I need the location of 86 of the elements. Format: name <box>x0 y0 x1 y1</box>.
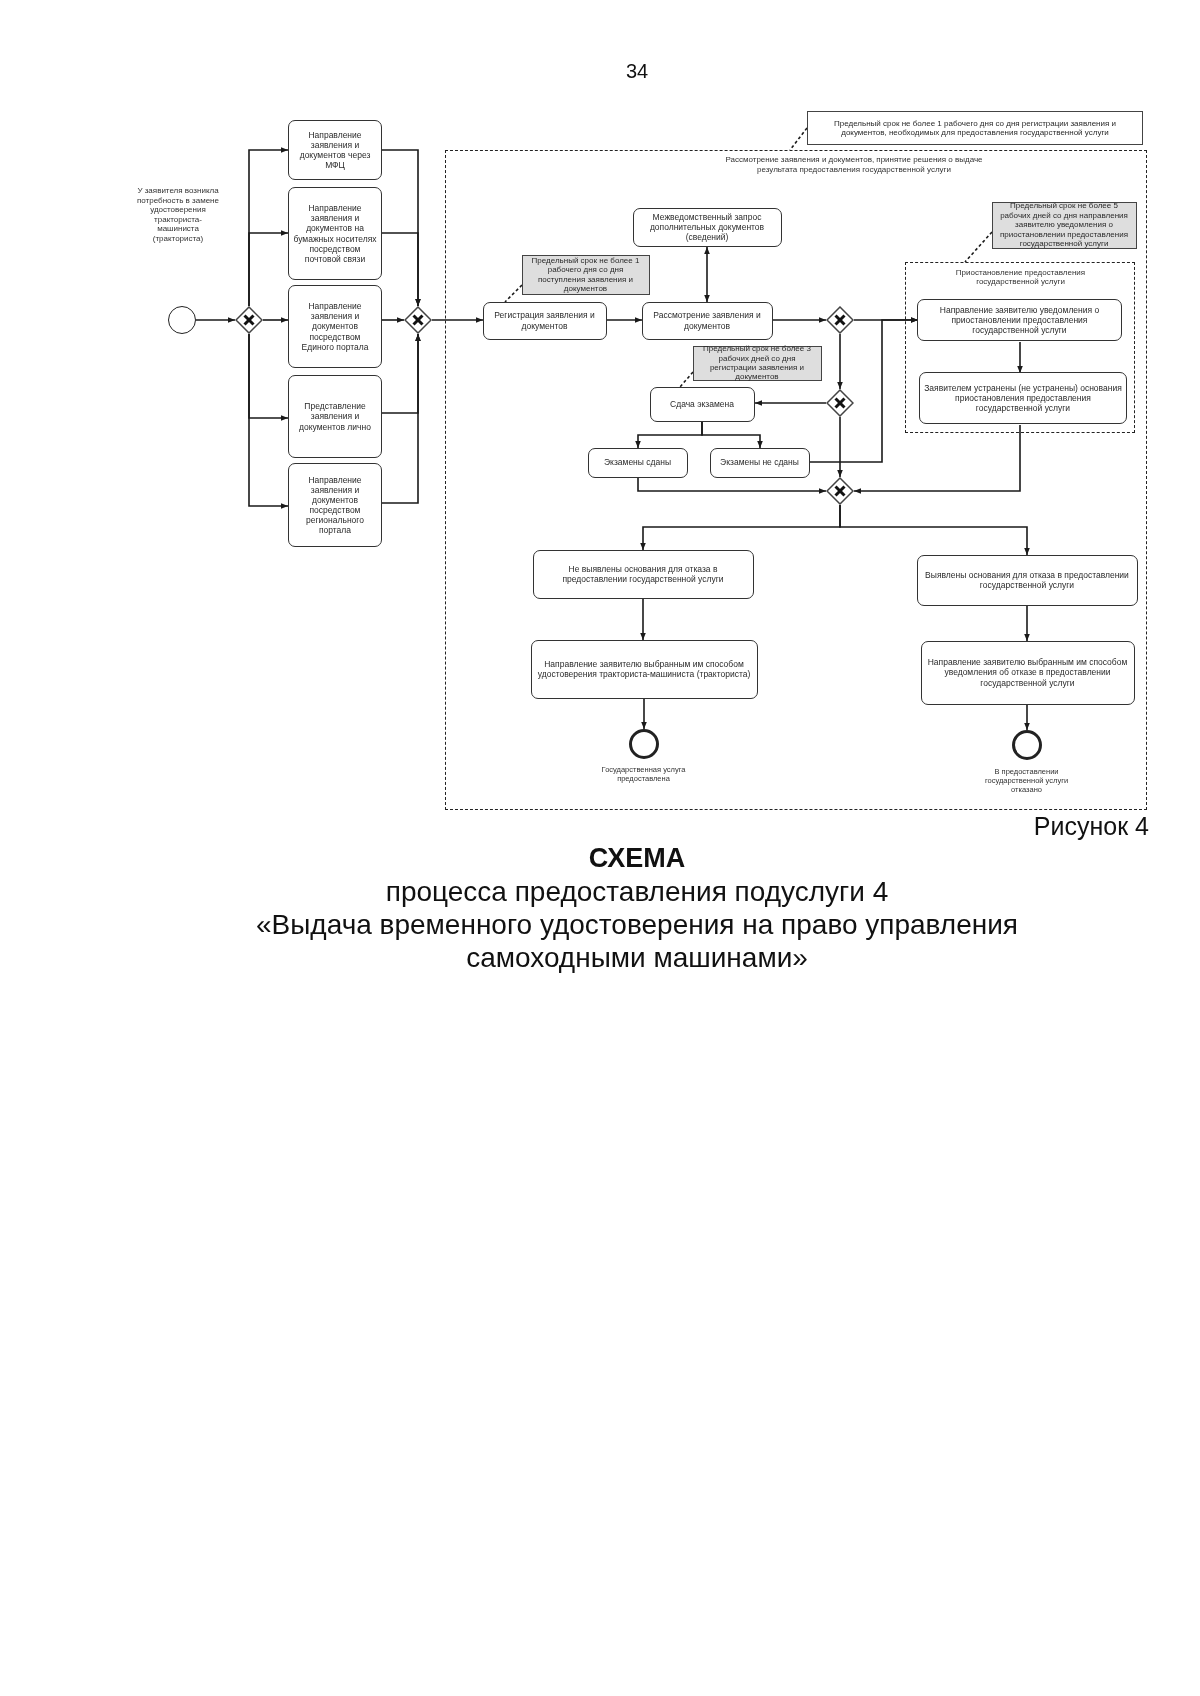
arrow <box>1024 704 1030 731</box>
arrow <box>248 333 289 509</box>
process-label: Регистрация заявления и документов <box>493 310 596 331</box>
process-label: Представление заявления и документов лично <box>298 401 372 432</box>
process-label: Межведомственный запрос дополнительных документов (сведений) <box>648 211 766 242</box>
annotation-box <box>807 111 1143 145</box>
process-label: Экзамены не сданы <box>720 457 799 468</box>
arrow <box>839 504 1030 556</box>
arrow <box>772 317 827 323</box>
process-label: Направление заявления и документов посредством регионального портала <box>305 474 365 536</box>
process-label: Выявлены основания для отказа в предоставлении государственной услуги <box>924 570 1130 590</box>
arrow <box>381 317 405 323</box>
diagram-title: СХЕМА процесса предоставления подуслуги 4 <box>385 842 889 908</box>
arrow <box>637 477 827 494</box>
arrow <box>754 400 827 406</box>
process-box <box>649 386 755 422</box>
annotation-text: Предельный срок не более 1 рабочего дня со дня регистрации заявления и документов, необходимых для предоставления государственной услуги <box>833 118 1117 138</box>
group-title: Рассмотрение заявления и документов, принятие решения о выдаче результата предоставления государственной услуги <box>724 155 984 175</box>
process-box <box>641 301 773 340</box>
end-event-circle <box>1011 729 1042 760</box>
arrow <box>853 424 1021 494</box>
process-label: Направление заявителю уведомления о приостановлении предоставления государственной услуги <box>938 304 1101 335</box>
process-label: Направление заявителю выбранным им способом удостоверения тракториста-машиниста (тракториста) <box>536 659 752 679</box>
arrow <box>262 317 289 323</box>
gateway-diamond <box>825 476 854 505</box>
process-label: Направление заявления и документов на бумажных носителях посредством почтовой связи <box>293 203 377 264</box>
process-box <box>709 447 810 478</box>
arrow <box>704 246 710 303</box>
process-box <box>916 554 1138 606</box>
figure-label: Рисунок 4 <box>1033 812 1149 841</box>
leader-line <box>504 284 523 303</box>
process-box <box>919 372 1127 424</box>
annotation-text: Предельный срок не более 3 рабочих дней со дня регистрации заявления и документов <box>702 344 812 382</box>
process-label: Сдача экзамена <box>670 399 734 409</box>
arrow <box>248 230 289 307</box>
annotation-text: У заявителя возникла потребность в замене удостоверения тракториста-машиниста (тракториста) <box>136 186 220 244</box>
leader-line <box>679 371 694 388</box>
page-number: 34 <box>625 60 649 83</box>
annotation-text: Предельный срок не более 1 рабочего дня со дня поступления заявления и документов <box>530 255 641 294</box>
arrow <box>381 232 421 307</box>
gateway-diamond <box>235 306 263 334</box>
gateway-diamond <box>825 388 854 417</box>
gateway-diamond <box>825 305 854 334</box>
process-label: Экзамены сданы <box>604 457 671 468</box>
process-label: Направление заявителю выбранным им способом уведомления об отказе в предоставлении государственной услуги <box>926 657 1129 688</box>
process-label: Рассмотрение заявления и документов <box>652 310 762 331</box>
dashed-group-frame <box>904 261 1135 433</box>
process-box <box>288 285 382 368</box>
leader-line <box>964 231 993 263</box>
arrow <box>640 598 646 641</box>
process-box <box>632 207 782 247</box>
process-label: Заявителем устранены (не устранены) основания приостановления предоставления государственной услуги <box>924 382 1122 413</box>
arrow <box>809 317 919 463</box>
arrow <box>195 317 236 323</box>
group-title: Приостановление предоставления государственной услуги <box>954 267 1087 287</box>
arrow <box>1024 605 1030 642</box>
annotation-box <box>521 254 650 295</box>
process-box <box>288 187 382 280</box>
leader-line <box>789 127 808 151</box>
arrow <box>1017 341 1023 374</box>
end-event-circle <box>628 728 659 759</box>
arrow <box>381 333 421 504</box>
process-box <box>587 447 688 478</box>
process-box <box>920 640 1135 705</box>
process-label: Направление заявления и документов посредством Единого портала <box>300 301 370 352</box>
dashed-group-frame <box>445 150 1147 810</box>
gateway-diamond <box>404 306 432 334</box>
diagram-caption: «Выдача временного удостоверения на право управления самоходными машинами» <box>255 908 1019 974</box>
arrow <box>837 333 843 390</box>
process-box <box>917 299 1122 341</box>
process-box <box>482 301 607 340</box>
arrow <box>641 698 647 730</box>
arrow <box>606 317 643 323</box>
arrow <box>837 416 843 478</box>
arrow <box>701 421 763 449</box>
arrow <box>431 317 484 323</box>
process-label: Не выявлены основания для отказа в предоставлении государственной услуги <box>561 564 725 584</box>
process-box <box>530 639 758 699</box>
annotation-box <box>692 345 822 381</box>
process-box <box>532 549 754 599</box>
start-event-circle <box>168 306 196 334</box>
process-box <box>288 120 382 180</box>
process-label: Направление заявления и документов через МФЦ <box>298 129 372 171</box>
annotation-text: Предельный срок не более 5 рабочих дней со дня направления заявителю уведомления о приостановлении предоставления государственной услуги <box>999 201 1129 249</box>
process-box <box>288 375 382 458</box>
process-box <box>288 463 382 547</box>
